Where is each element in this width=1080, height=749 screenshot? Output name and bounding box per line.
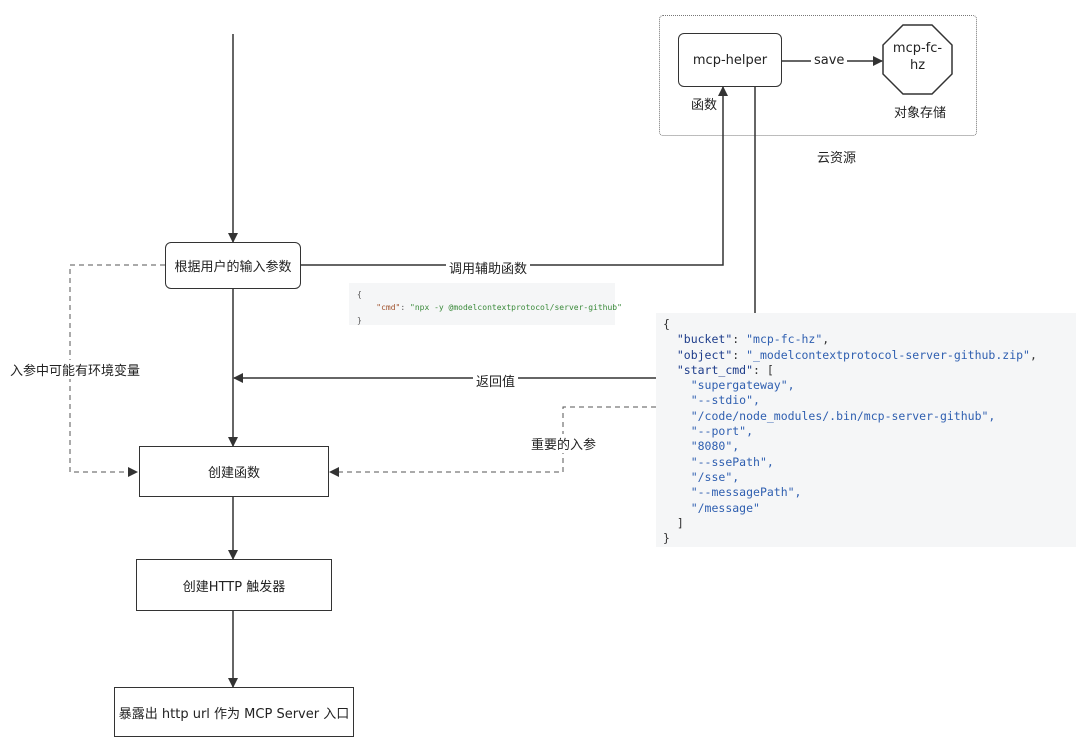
mcp-helper-label: mcp-helper	[692, 52, 768, 68]
params-node: 根据用户的输入参数	[165, 242, 301, 289]
create-trigger-label: 创建HTTP 触发器	[182, 579, 286, 595]
save-label: save	[811, 53, 848, 68]
params-node-label: 根据用户的输入参数	[174, 260, 292, 275]
env-var-note: 入参中可能有环境变量	[7, 360, 144, 379]
create-function-label: 创建函数	[207, 466, 260, 481]
create-function-node: 创建函数	[139, 446, 329, 497]
mcp-helper-node: mcp-helper	[678, 33, 782, 87]
return-value-label: 返回值	[473, 371, 519, 390]
call-helper-label: 调用辅助函数	[446, 258, 531, 277]
storage-node-label: mcp-fc- hz	[892, 41, 943, 73]
cloud-resources-caption: 云资源	[814, 147, 860, 166]
cmd-code-snippet: { "cmd": "npx -y @modelcontextprotocol/s…	[349, 283, 622, 325]
storage-octagon	[882, 24, 953, 95]
create-trigger-node: 创建HTTP 触发器	[136, 559, 332, 611]
function-caption: 函数	[691, 98, 718, 113]
cloud-resources-group	[659, 15, 977, 136]
helper-response-json: { "bucket": "mcp-fc-hz", "object": "_mod…	[656, 313, 1076, 547]
expose-label: 暴露出 http url 作为 MCP Server 入口	[118, 706, 350, 722]
object-storage-caption: 对象存储	[894, 106, 947, 121]
expose-node: 暴露出 http url 作为 MCP Server 入口	[114, 687, 354, 737]
important-params-dashed-arrow	[329, 406, 656, 477]
call-helper-arrow	[301, 86, 728, 266]
important-params-label: 重要的入参	[528, 434, 600, 453]
